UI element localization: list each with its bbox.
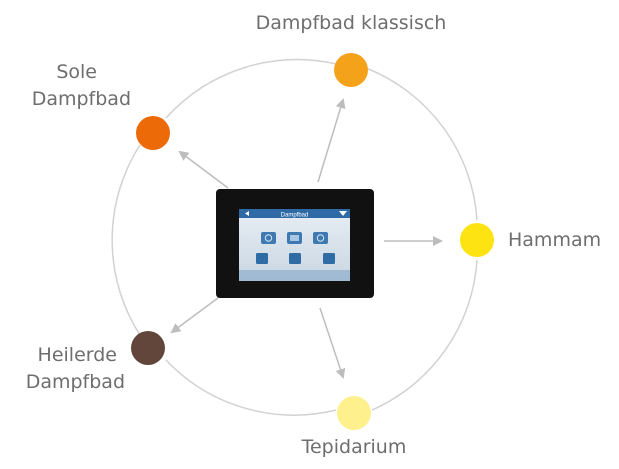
device-icon-glyph-1	[264, 234, 273, 242]
back-arrow-icon	[245, 211, 249, 216]
arrow-to-sole-dampfbad	[178, 150, 229, 189]
device-small-button-1	[256, 253, 268, 264]
ring-arc-tepidarium-heilerde	[165, 359, 337, 416]
device-small-button-3	[323, 253, 335, 264]
label-tepidarium: Tepidarium	[284, 434, 424, 461]
arrow-to-tepidarium	[319, 307, 346, 379]
label-tepidarium-line-1: Tepidarium	[301, 436, 407, 458]
mode-dot-dampfbad-klassisch[interactable]	[334, 53, 368, 87]
label-dampfbad-klassisch: Dampfbad klassisch	[240, 10, 462, 37]
control-panel-device: Dampfbad	[216, 189, 374, 298]
label-hammam: Hammam	[508, 227, 601, 254]
mode-dot-tepidarium[interactable]	[337, 396, 371, 430]
arrow-to-dampfbad-klassisch	[317, 98, 346, 183]
mode-dot-sole-dampfbad[interactable]	[136, 116, 170, 150]
label-heilerde-dampfbad: Heilerde Dampfbad	[0, 342, 125, 396]
label-sole-dampfbad-line-2: Dampfbad	[31, 88, 131, 110]
label-heilerde-dampfbad-line-1: Heilerde	[37, 344, 117, 366]
mode-dot-heilerde-dampfbad[interactable]	[131, 331, 165, 365]
ring-arc-hammam-tepidarium	[371, 259, 478, 411]
ring-arc-sole-klassisch	[165, 58, 337, 119]
label-sole-dampfbad: Sole Dampfbad	[0, 59, 131, 113]
label-heilerde-dampfbad-line-2: Dampfbad	[25, 371, 125, 393]
device-screen-title: Dampfbad	[281, 213, 309, 219]
ring-arc-klassisch-hammam	[365, 67, 478, 221]
device-screen	[239, 209, 350, 281]
arrow-to-heilerde-dampfbad	[170, 297, 219, 334]
device-icon-glyph-2	[290, 235, 299, 241]
device-screen-footer	[239, 270, 350, 281]
device-screen-header	[239, 209, 350, 218]
ring-arc-heilerde-sole	[111, 144, 141, 336]
mode-dot-hammam[interactable]	[460, 223, 494, 257]
device-icon-button-1	[261, 232, 276, 244]
device-small-button-2	[289, 253, 301, 264]
device-icon-button-3	[313, 232, 328, 244]
label-hammam-line-1: Hammam	[508, 229, 602, 251]
device-icon-glyph-3	[316, 234, 325, 242]
label-sole-dampfbad-line-1: Sole	[56, 61, 97, 83]
label-dampfbad-klassisch-line-1: Dampfbad klassisch	[255, 12, 447, 34]
wifi-icon	[339, 211, 347, 216]
